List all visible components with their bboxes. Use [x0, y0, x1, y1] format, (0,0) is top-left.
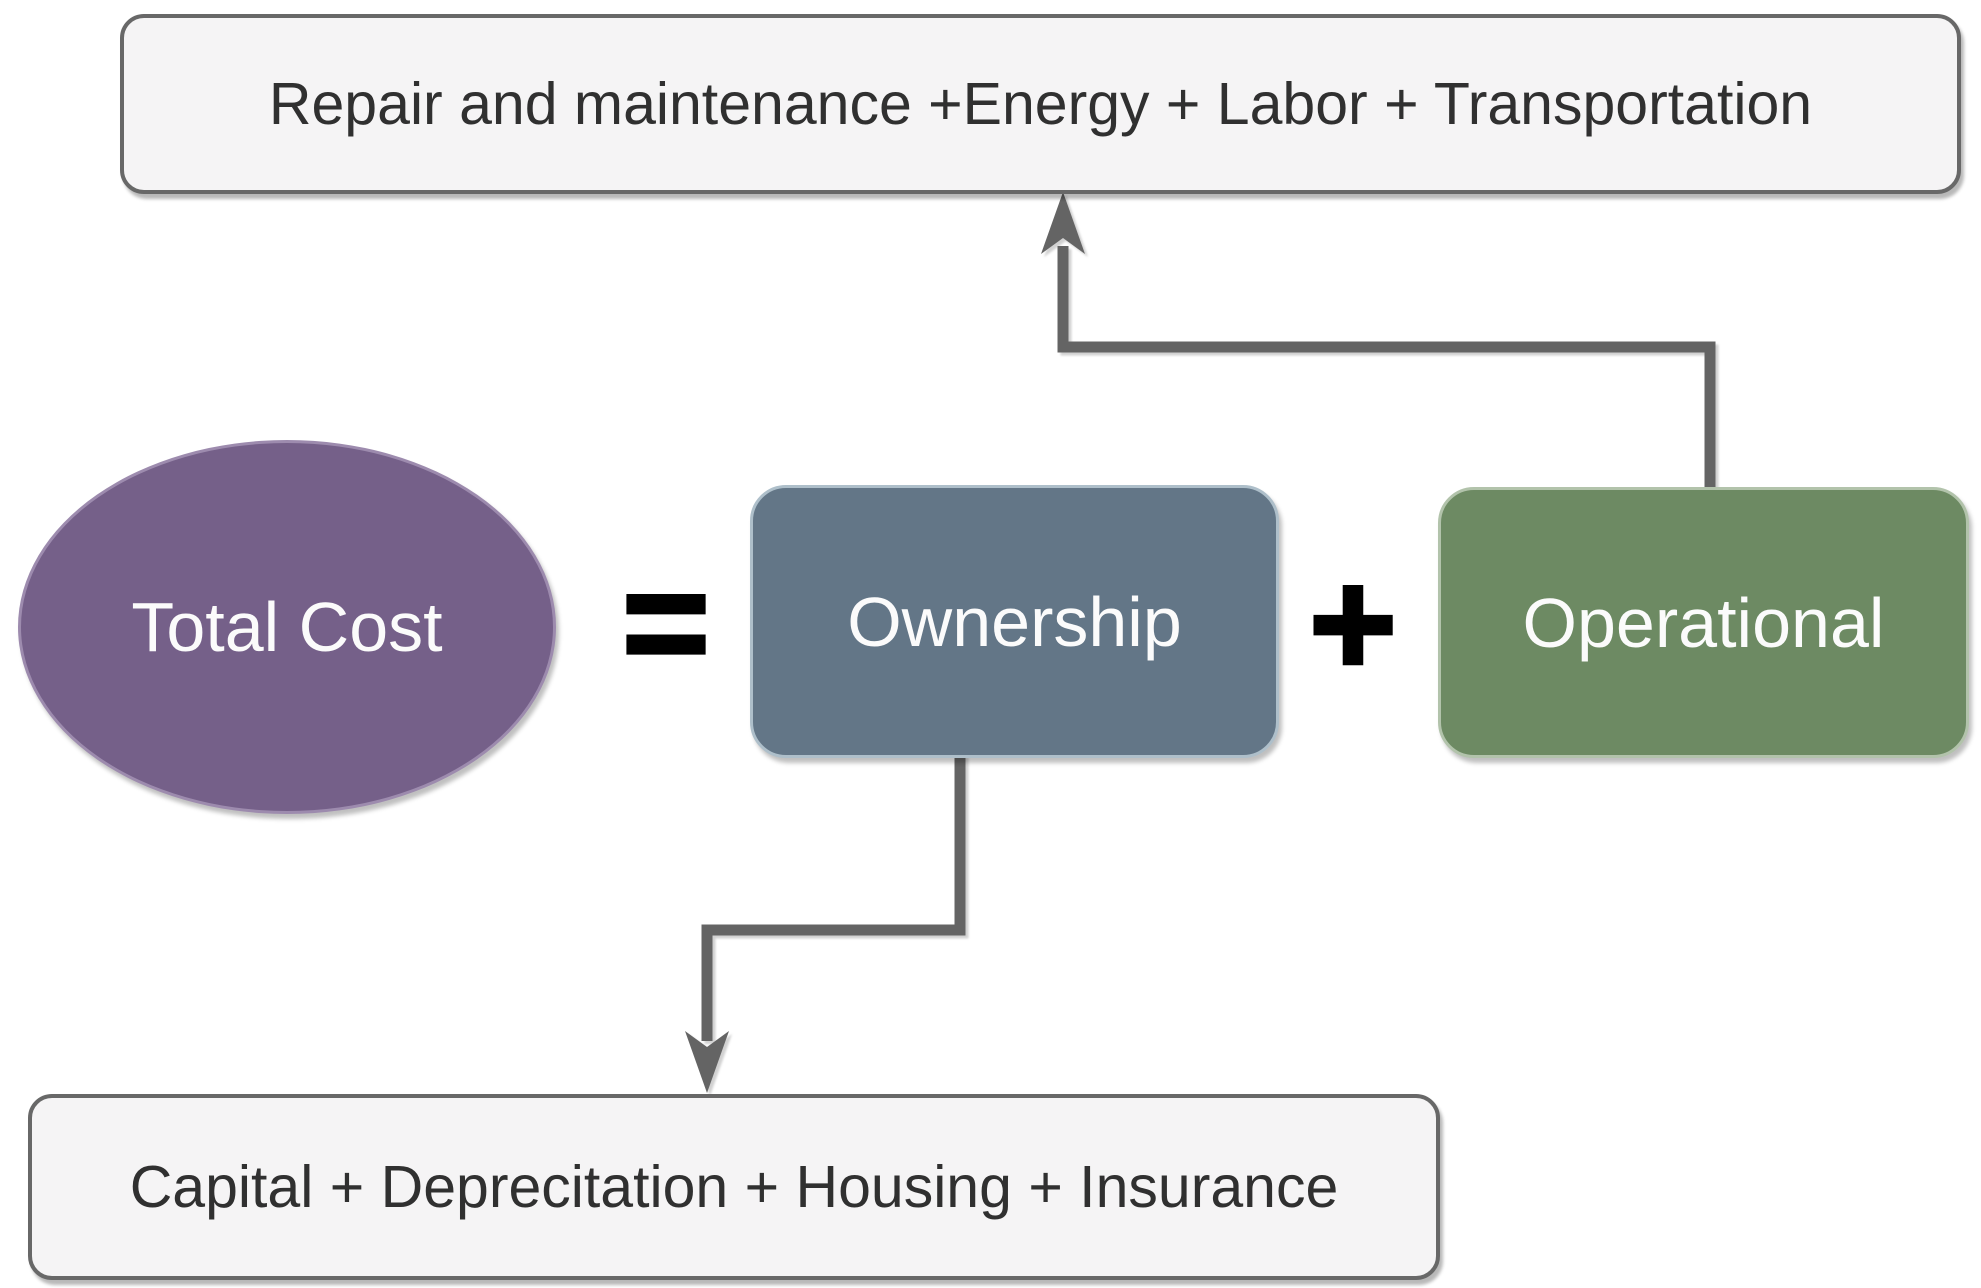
- ownership-breakdown-box: Capital + Deprecitation + Housing + Insu…: [28, 1094, 1440, 1280]
- ownership-node: Ownership: [750, 485, 1279, 758]
- ownership-label: Ownership: [847, 582, 1182, 661]
- equals-operator: =: [620, 536, 712, 708]
- arrow-ownership-to-breakdown: [685, 754, 966, 1093]
- arrow-down-head-icon: [685, 1031, 729, 1093]
- ownership-connector-line: [701, 754, 966, 1041]
- total-cost-node: Total Cost: [18, 440, 556, 814]
- operational-label: Operational: [1522, 583, 1885, 662]
- arrow-up-head-icon: [1041, 192, 1085, 254]
- operational-node: Operational: [1438, 487, 1969, 758]
- operational-connector-line: [1057, 246, 1716, 489]
- operational-breakdown-label: Repair and maintenance +Energy + Labor +…: [268, 71, 1813, 137]
- plus-operator: +: [1307, 537, 1399, 709]
- total-cost-label: Total Cost: [131, 588, 443, 666]
- ownership-breakdown-label: Capital + Deprecitation + Housing + Insu…: [129, 1154, 1339, 1220]
- arrow-operational-to-breakdown: [1041, 192, 1716, 489]
- operational-breakdown-box: Repair and maintenance +Energy + Labor +…: [120, 14, 1961, 194]
